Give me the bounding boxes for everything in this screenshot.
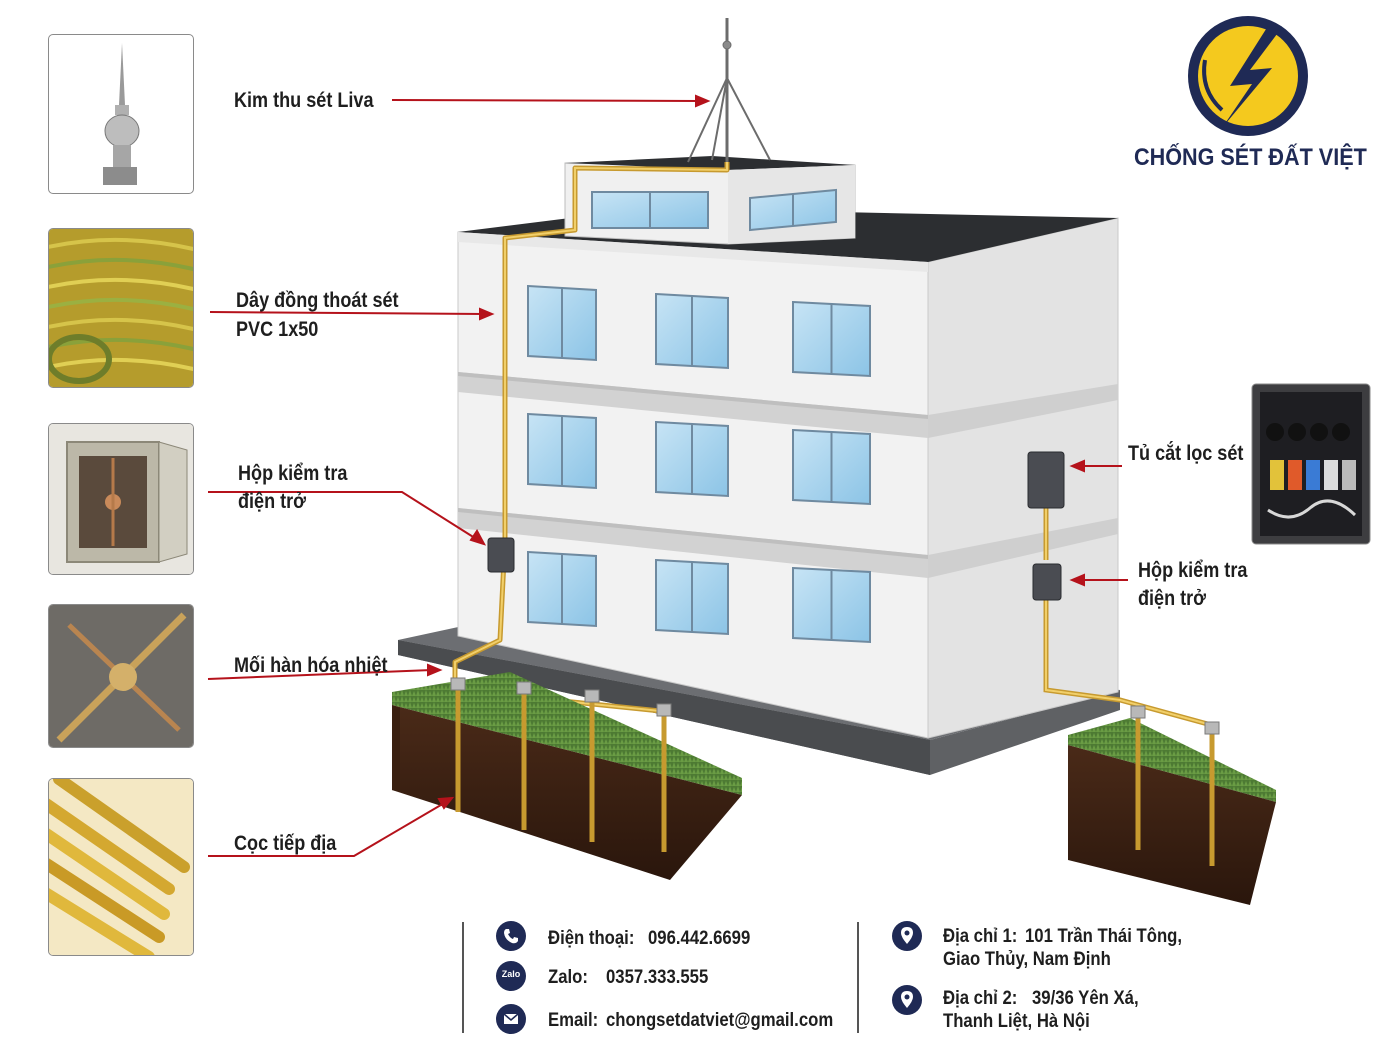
label-exothermic-weld: Mối hàn hóa nhiệt (234, 654, 388, 677)
rooftop-room (564, 156, 856, 245)
ground-rod-icon (49, 779, 193, 955)
label-test-box-right-line2: điện trở (1138, 587, 1207, 610)
test-box-left (487, 537, 515, 573)
weld-joint (1130, 705, 1146, 719)
surge-cabinet (1027, 451, 1065, 509)
lightning-rod-icon (103, 43, 140, 185)
cable-coil-icon (49, 229, 193, 387)
annotation-arrows (207, 94, 1128, 857)
thumb-test-box (48, 423, 194, 575)
zalo-icon: Zalo (496, 961, 526, 991)
thumb-weld (48, 604, 194, 748)
zalo-label: Zalo: (548, 967, 588, 988)
email-label: Email: (548, 1010, 599, 1031)
weld-joint (1204, 721, 1220, 735)
ground-rods (450, 677, 1220, 866)
address2-line2: Thanh Liệt, Hà Nội (943, 1011, 1090, 1032)
phone-icon (496, 921, 526, 951)
email-value[interactable]: chongsetdatviet@gmail.com (606, 1010, 834, 1031)
soil-left (392, 672, 742, 880)
location-icon-2 (892, 985, 922, 1015)
label-copper-cable-line1: Dây đồng thoát sét (236, 289, 399, 312)
weld-joint (450, 677, 466, 691)
address2-line1: 39/36 Yên Xá, (1032, 988, 1139, 1009)
thumb-lightning-rod (48, 34, 194, 194)
zalo-value[interactable]: 0357.333.555 (606, 967, 709, 988)
brand-name: CHỐNG SÉT ĐẤT VIỆT (1134, 144, 1367, 171)
label-test-box-right-line1: Hộp kiểm tra (1138, 559, 1248, 582)
lightning-rod-mast (687, 18, 771, 163)
label-copper-cable-line2: PVC 1x50 (236, 318, 319, 341)
thumb-ground-rods (48, 778, 194, 956)
label-surge-cabinet: Tủ cắt lọc sét (1128, 442, 1244, 465)
phone-label: Điện thoại: (548, 928, 635, 949)
phone-value[interactable]: 096.442.6699 (648, 928, 751, 949)
thumb-cable-coil (48, 228, 194, 388)
label-test-box-left-line1: Hộp kiểm tra (238, 462, 348, 485)
weld-joint (516, 681, 532, 695)
weld-icon (49, 605, 193, 747)
label-lightning-rod: Kim thu sét Liva (234, 89, 374, 112)
location-icon (892, 921, 922, 951)
address1-label: Địa chỉ 1: (943, 926, 1018, 947)
windows (527, 284, 871, 644)
surge-cabinet-photo (1251, 383, 1371, 545)
address1-line2: Giao Thủy, Nam Định (943, 949, 1111, 970)
email-icon (496, 1004, 526, 1034)
weld-joint (656, 703, 672, 717)
soil-right (1068, 718, 1276, 905)
brand-logo-icon (1188, 16, 1308, 136)
label-test-box-left-line2: điện trở (238, 490, 307, 513)
address1-line1: 101 Trần Thái Tông, (1025, 926, 1183, 947)
test-box-icon (49, 424, 193, 574)
weld-joint (584, 689, 600, 703)
label-ground-rod: Cọc tiếp địa (234, 832, 337, 855)
test-box-right (1032, 563, 1062, 601)
address2-label: Địa chỉ 2: (943, 988, 1018, 1009)
